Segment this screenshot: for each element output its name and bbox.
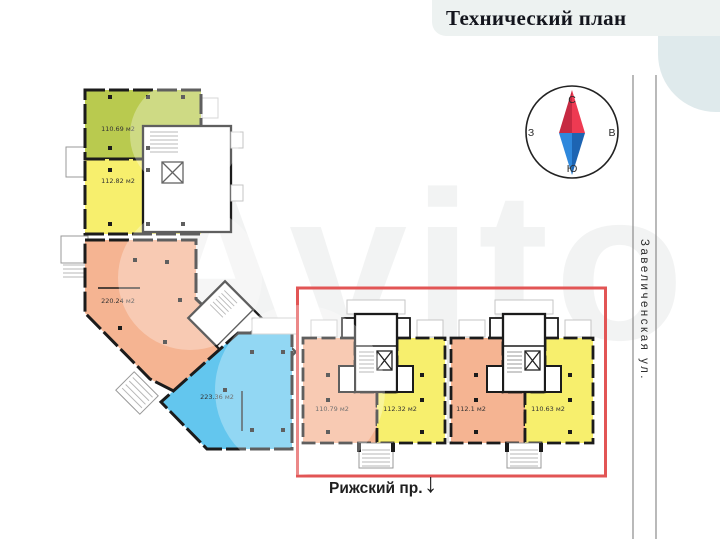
page-title: Технический план	[446, 6, 627, 30]
compass-south: Ю	[567, 163, 578, 175]
area-label: 110.79 м2	[315, 405, 349, 413]
area-label: 112.32 м2	[383, 405, 417, 413]
entrance-porch	[357, 442, 395, 469]
compass-needle	[559, 133, 572, 175]
corridor-link	[251, 317, 298, 335]
area-label: 112.82 м2	[101, 177, 135, 185]
highlight-rectangle	[296, 286, 607, 478]
module-2: 112.1 м2 110.63 м2	[449, 299, 595, 469]
compass-needle	[572, 90, 585, 133]
vestibule	[338, 365, 356, 393]
compass-needle	[559, 90, 572, 133]
area-label: 112.1 м2	[456, 405, 486, 413]
street-label-right: Завеличенская ул.	[638, 239, 650, 381]
stair-core	[501, 312, 547, 394]
entrance-porch	[505, 442, 543, 469]
vestibule	[544, 365, 562, 393]
header-band	[432, 0, 720, 36]
stair-core-left	[141, 124, 244, 234]
right-annex-top	[201, 97, 219, 119]
highlighted-section: 110.79 м2 112.32 м2	[296, 286, 607, 478]
down-arrow-icon: ↓	[424, 468, 438, 498]
vestibule	[486, 365, 504, 393]
compass-east: В	[608, 127, 615, 139]
column-marks	[474, 373, 572, 434]
left-porch	[65, 146, 87, 178]
stair-core	[353, 312, 399, 394]
compass-north: С	[568, 94, 576, 106]
vestibule	[396, 365, 414, 393]
column-marks	[108, 95, 285, 432]
compass-needle	[572, 133, 585, 175]
area-label: 110.63 м2	[531, 405, 565, 413]
column-marks	[326, 373, 424, 434]
compass-rose: С Ю З В	[525, 85, 619, 179]
street-label-bottom: Рижский пр.	[329, 480, 423, 497]
street-right: Завеличенская ул.	[632, 75, 657, 539]
module-1: 110.79 м2 112.32 м2	[301, 299, 447, 469]
compass-west: З	[528, 127, 534, 139]
diagonal-stair-annex	[115, 371, 159, 415]
area-label: 220.24 м2	[101, 297, 135, 305]
area-label: 110.69 м2	[101, 125, 135, 133]
area-label: 223.36 м2	[200, 393, 234, 401]
